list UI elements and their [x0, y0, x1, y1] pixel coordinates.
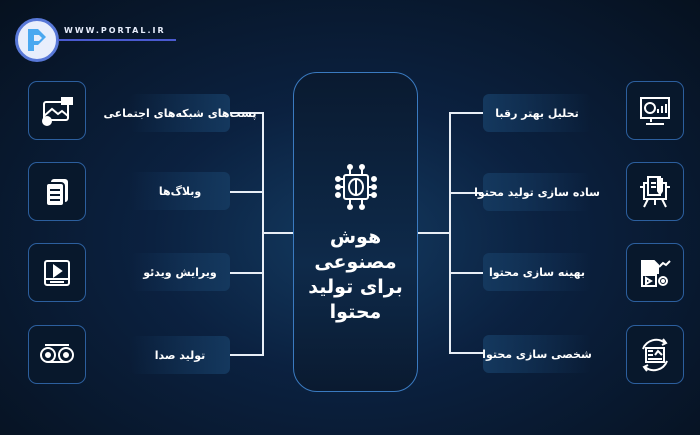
connector — [262, 232, 293, 234]
center-title: هوش مصنوعی برای تولید محتوا — [308, 226, 403, 323]
connector — [230, 112, 264, 114]
connector — [449, 112, 451, 354]
right-item-label: تحلیل بهتر رقبا — [483, 94, 591, 132]
right-item-label: ساده سازی تولید محتوا — [474, 173, 600, 211]
left-item-label: ویرایش ویدئو — [130, 253, 230, 291]
audio-reel-icon — [28, 325, 86, 384]
cycle-article-icon — [626, 325, 684, 384]
site-url[interactable]: WWW.PORTAL.IR — [64, 26, 166, 35]
ai-brain-chip-icon — [334, 164, 377, 210]
connector — [262, 112, 264, 356]
monitor-chart-icon — [626, 81, 684, 140]
connector — [418, 232, 450, 234]
left-item-label: تولید صدا — [130, 336, 230, 374]
right-item-label: بهینه سازی محتوا — [483, 253, 591, 291]
connector — [230, 272, 264, 274]
center-topic: هوش مصنوعی برای تولید محتوا — [293, 72, 418, 392]
right-item-label: شخصی سازی محتوا — [482, 335, 592, 373]
left-item-label: وبلاگ‌ها — [130, 172, 230, 210]
documents-icon — [28, 162, 86, 221]
connector — [449, 352, 483, 354]
connector — [449, 112, 483, 114]
connector — [230, 191, 264, 193]
document-pencil-board-icon — [626, 162, 684, 221]
connector — [449, 192, 483, 194]
social-media-icon — [28, 81, 86, 140]
video-edit-icon — [28, 243, 86, 302]
logo-icon — [28, 29, 46, 51]
portal-logo — [15, 18, 59, 62]
connector — [449, 272, 483, 274]
document-gear-icon — [626, 243, 684, 302]
left-item-label: پست‌های شبکه‌های اجتماعی — [103, 94, 257, 132]
header-underline — [58, 39, 176, 41]
connector — [230, 354, 264, 356]
